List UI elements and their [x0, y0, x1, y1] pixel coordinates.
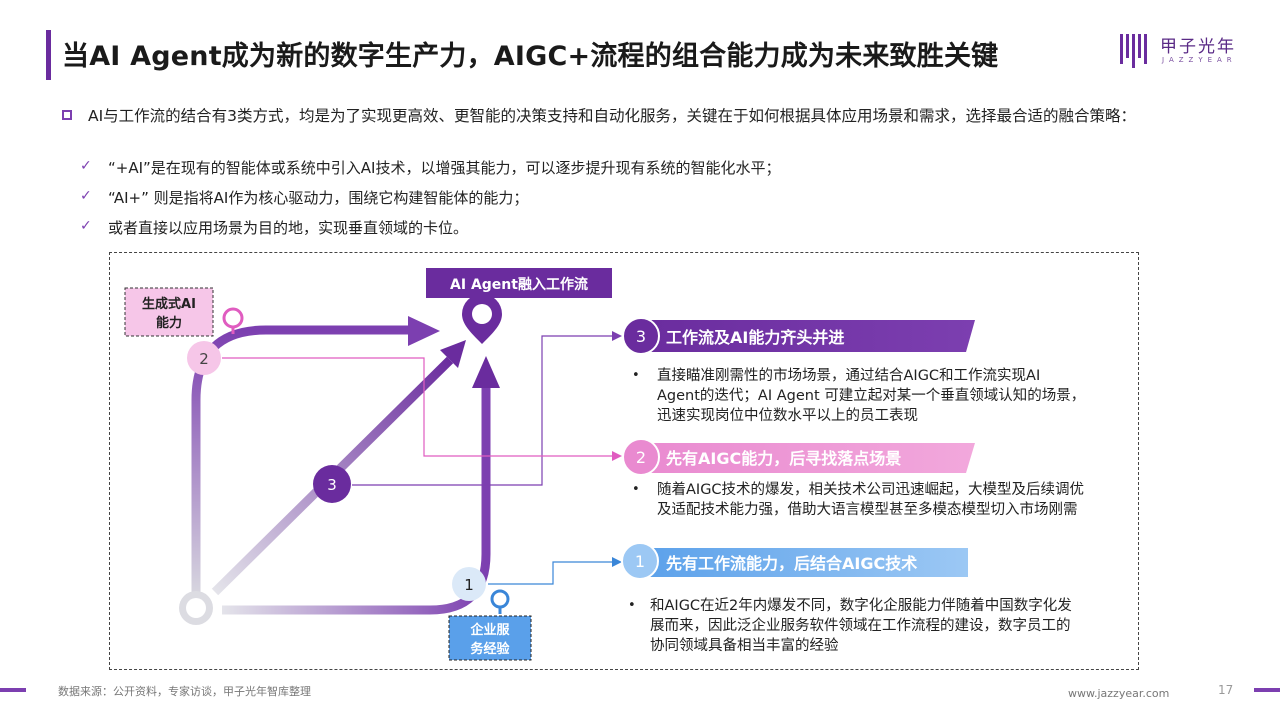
pink-pin-icon: [222, 307, 244, 329]
data-source: 数据来源：公开资料，专家访谈，甲子光年智库整理: [58, 685, 311, 698]
strategy-3-number: 3: [636, 327, 646, 346]
intro-paragraph: AI与工作流的结合有3类方式，均是为了实现更高效、更智能的决策支持和自动化服务，…: [88, 107, 1137, 125]
intro-item: 或者直接以应用场景为目的地，实现垂直领域的卡位。: [108, 219, 469, 237]
strategy-1-badge: [621, 542, 659, 580]
footer-accent-left: [0, 688, 26, 692]
intro-item: “AI+” 则是指将AI作为核心驱动力，围绕它构建智能体的能力；: [108, 189, 529, 207]
brand-logo: 甲子光年 JAZZYEAR: [1118, 28, 1248, 72]
logo-mark-icon: [1120, 34, 1147, 68]
strategy-1-number: 1: [635, 552, 645, 571]
location-pin-inner: [472, 304, 492, 324]
strategy-2-desc: 随着AIGC技术的爆发，相关技术公司迅速崛起，大模型及后续调优 及适配技术能力强…: [657, 480, 1127, 520]
path-left: [191, 325, 410, 600]
origin-node-inner: [186, 598, 206, 618]
enterprise-label-line2: 务经验: [470, 641, 510, 657]
enterprise-box: [448, 615, 532, 661]
bullet-dot: •: [628, 598, 636, 613]
strategy-1-desc-line: 协同领域具备相当丰富的经验: [650, 638, 839, 654]
strategy-2-title: 先有AIGC能力，后寻找落点场景: [666, 449, 901, 468]
strategy-1-title: 先有工作流能力，后结合AIGC技术: [666, 554, 917, 573]
connector-3-arrow: [612, 331, 622, 341]
logo-text-cn: 甲子光年: [1160, 37, 1236, 57]
strategy-2-band: [636, 443, 975, 473]
path-bottom: [222, 385, 491, 615]
website-link[interactable]: www.jazzyear.com: [1068, 687, 1170, 700]
gen-ai-label-line1: 生成式AI: [142, 296, 196, 312]
gen-ai-label-line2: 能力: [156, 315, 182, 331]
strategy-2-desc-line: 及适配技术能力强，借助大语言模型甚至多模态模型切入市场刚需: [657, 502, 1078, 518]
connector-2-arrow: [612, 451, 622, 461]
arrow-up-icon: [472, 356, 500, 388]
strategy-3-title: 工作流及AI能力齐头并进: [666, 328, 844, 347]
logo-text-en: JAZZYEAR: [1162, 56, 1237, 64]
intro-item: “+AI”是在现有的智能体或系统中引入AI技术，以增强其能力，可以逐步提升现有系…: [108, 159, 781, 177]
page-title: 当AI Agent成为新的数字生产力，AIGC+流程的组合能力成为未来致胜关键: [62, 41, 999, 72]
connector-1-arrow: [612, 557, 622, 567]
enterprise-label-line1: 企业服: [469, 622, 510, 638]
strategy-3-desc-line: 直接瞄准刚需性的市场场景，通过结合AIGC和工作流实现AI: [657, 368, 1041, 384]
check-icon: ✓: [80, 188, 92, 204]
connector-3: [352, 335, 618, 486]
check-icon: ✓: [80, 218, 92, 234]
arrow-right-icon: [408, 316, 440, 346]
strategy-3-desc-line: Agent的迭代；AI Agent 可建立起对某一个垂直领域认知的场景，: [657, 388, 1086, 404]
strategy-3-band: [636, 320, 975, 352]
strategy-1-desc-line: 展而来，因此泛企业服务软件领域在工作流程的建设，数字员工的: [650, 618, 1071, 634]
check-icon: ✓: [80, 158, 92, 174]
strategy-3-badge: [622, 317, 660, 355]
strategy-3-desc-line: 迅速实现岗位中位数水平以上的员工表现: [657, 408, 918, 424]
connector-1: [488, 561, 618, 585]
strategy-1-band: [636, 548, 968, 577]
node-2: [187, 341, 221, 375]
target-label-bg: [426, 268, 612, 298]
node-1: [452, 567, 486, 601]
diagram-frame: [109, 252, 1139, 670]
strategy-2-number: 2: [636, 448, 646, 467]
strategy-3-desc: 直接瞄准刚需性的市场场景，通过结合AIGC和工作流实现AI Agent的迭代；A…: [657, 366, 1127, 426]
node-3: [313, 465, 351, 503]
footer-accent-right: [1254, 688, 1280, 692]
target-label: AI Agent融入工作流: [450, 276, 588, 293]
node-2-label: 2: [199, 350, 209, 368]
strategy-2-badge: [622, 438, 660, 476]
gen-ai-box: [124, 287, 214, 337]
title-accent-bar: [46, 30, 51, 80]
node-3-label: 3: [327, 476, 337, 494]
node-1-label: 1: [464, 576, 474, 594]
blue-pin-icon: [490, 589, 510, 609]
strategy-1-desc: 和AIGC在近2年内爆发不同，数字化企服能力伴随着中国数字化发 展而来，因此泛企…: [650, 596, 1120, 656]
bullet-dot: •: [632, 368, 640, 383]
arrow-diagonal-icon: [440, 340, 466, 368]
page-number: 17: [1218, 683, 1234, 697]
strategy-1-desc-line: 和AIGC在近2年内爆发不同，数字化企服能力伴随着中国数字化发: [650, 598, 1072, 614]
connector-2: [222, 357, 618, 457]
strategy-2-desc-line: 随着AIGC技术的爆发，相关技术公司迅速崛起，大模型及后续调优: [657, 482, 1085, 498]
bullet-dot: •: [632, 482, 640, 497]
square-bullet-icon: [62, 110, 72, 120]
